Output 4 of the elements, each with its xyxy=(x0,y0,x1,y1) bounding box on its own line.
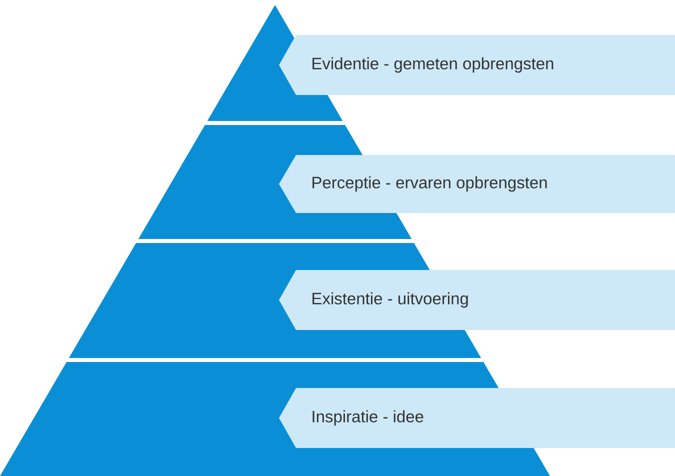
banner: Evidentie - gemeten opbrengsten xyxy=(279,35,675,95)
banner: Perceptie - ervaren opbrengsten xyxy=(279,155,675,213)
banner: Existentie - uitvoering xyxy=(279,270,675,330)
banner: Inspiratie - idee xyxy=(279,388,675,448)
